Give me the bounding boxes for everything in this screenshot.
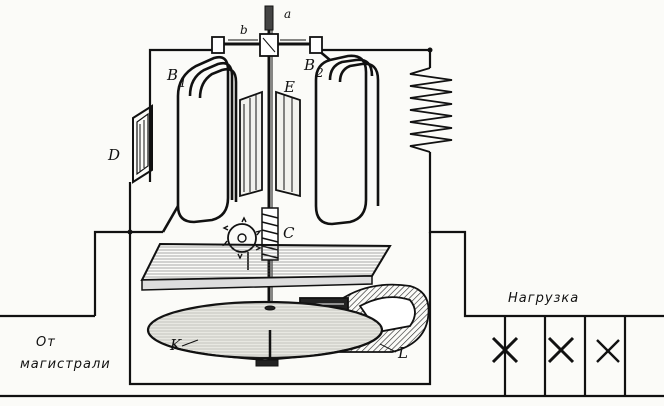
junction-top-right (427, 47, 433, 53)
magnet-d (132, 104, 153, 184)
lamp-2 (547, 336, 575, 364)
label-b: b (240, 23, 248, 37)
label-c: C (283, 224, 295, 242)
wire-left-step (93, 230, 163, 316)
contact-a-block (309, 36, 323, 54)
label-b2: B (303, 56, 315, 74)
vane-e (239, 90, 301, 198)
caption-load: Нагрузка (508, 291, 579, 306)
label-d: D (107, 146, 120, 164)
label-b2-sub: 2 (315, 66, 324, 80)
caption-source-1: От (36, 335, 56, 350)
disk-k (146, 300, 384, 367)
contact-bar (211, 33, 323, 57)
label-l: L (397, 344, 408, 362)
bottom-bearing (255, 359, 279, 367)
wire-inner-loop (128, 232, 432, 386)
lamp-1 (491, 336, 519, 364)
junction-left (127, 229, 133, 235)
coil-b2 (314, 49, 380, 226)
contact-b-block (211, 36, 225, 54)
label-b1: B (166, 66, 178, 84)
caption-source-2: магистрали (20, 357, 111, 372)
wire-right-step (428, 152, 664, 318)
label-a: a (284, 7, 291, 21)
label-e: E (283, 78, 295, 96)
lamp-3 (596, 339, 620, 363)
load-lamps (491, 336, 620, 364)
coil-b1 (161, 55, 238, 233)
label-b1-sub: 1 (179, 76, 187, 90)
label-k: K (169, 336, 182, 354)
top-bearing (264, 5, 274, 31)
labels: b a B 1 B 2 E D C K L Нагрузка От магист… (20, 7, 579, 372)
counter-plate (140, 242, 392, 291)
wire-top-left (148, 48, 218, 182)
resistor-coil (409, 67, 453, 153)
